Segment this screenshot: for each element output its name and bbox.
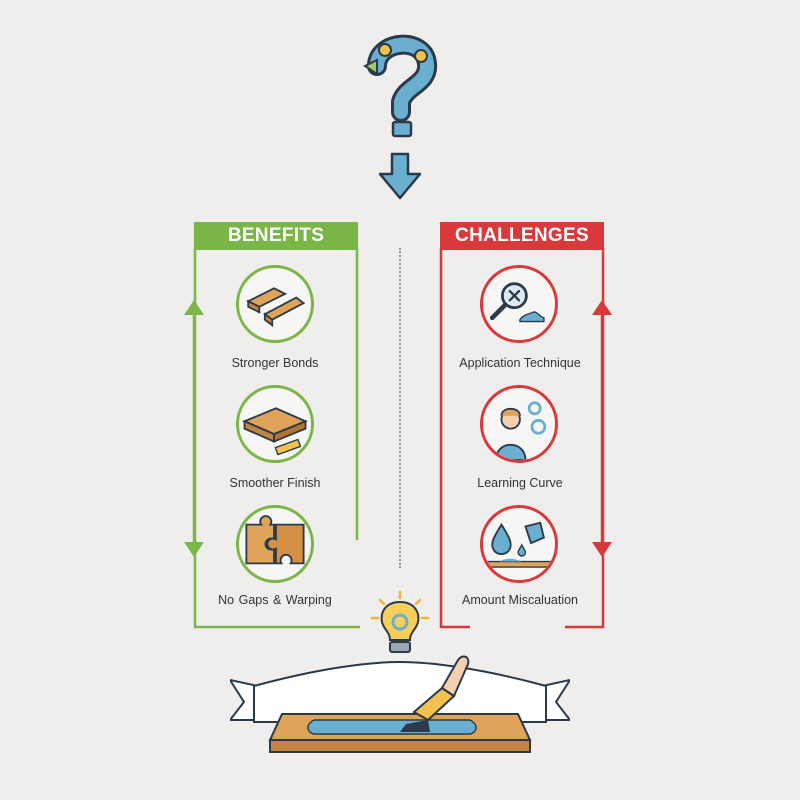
question-mark-robot-arm-icon <box>355 28 445 148</box>
benefit-label-no-gaps-warping: No Gaps & Warping <box>218 593 332 607</box>
wood-joint-icon <box>236 265 314 343</box>
lightbulb-gear-icon <box>368 590 432 660</box>
brush-spreading-glue-icon <box>227 650 573 760</box>
pouring-drops-icon <box>480 505 558 583</box>
challenge-label-learning-curve: Learning Curve <box>477 476 563 490</box>
center-divider <box>399 248 401 568</box>
magnifier-spill-icon <box>480 265 558 343</box>
confused-person-gears-icon <box>480 385 558 463</box>
benefits-header: BENEFITS <box>194 222 358 250</box>
benefit-label-stronger-bonds: Stronger Bonds <box>231 356 319 370</box>
benefit-label-smoother-finish: Smoother Finish <box>229 476 321 490</box>
challenge-label-amount-miscaluation: Amount Miscaluation <box>461 593 579 607</box>
challenge-label-application-technique: Application Technique <box>459 356 581 370</box>
challenges-header: CHALLENGES <box>440 222 604 250</box>
puzzle-icon <box>236 505 314 583</box>
down-arrow-icon <box>378 152 422 200</box>
wood-plank-level-icon <box>236 385 314 463</box>
